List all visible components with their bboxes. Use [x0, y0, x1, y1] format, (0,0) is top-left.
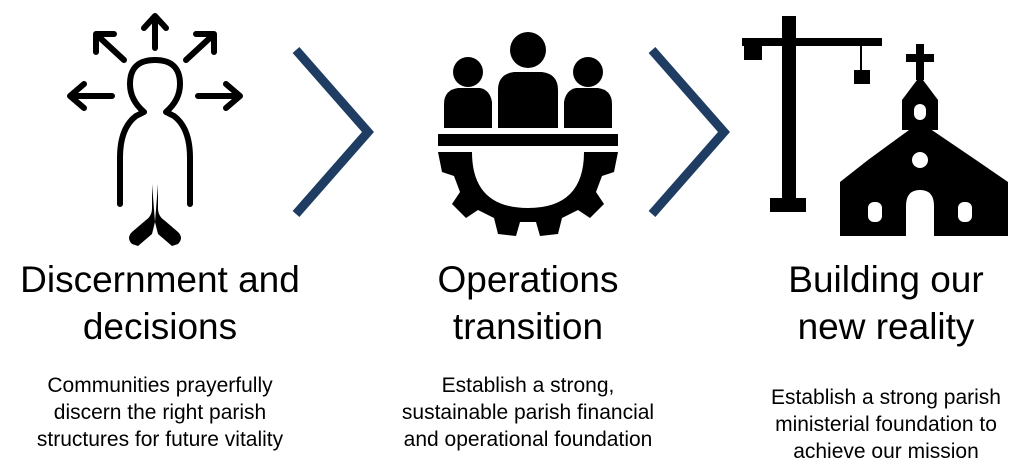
step-title: Discernment and decisions	[0, 256, 320, 350]
step-title-line: new reality	[797, 306, 975, 347]
step-title-line: Discernment and	[20, 259, 300, 300]
step-description-line: Communities prayerfully	[47, 374, 273, 397]
step-title: Building our new reality	[740, 256, 1032, 350]
praying-person-arrows-icon	[67, 13, 243, 246]
step-discernment: Discernment and decisions Communities pr…	[0, 0, 320, 468]
step-title: Operations transition	[368, 256, 688, 350]
step-description: Establish a strong, sustainable parish f…	[368, 372, 688, 453]
step-description-line: and operational foundation	[403, 428, 653, 451]
step-description-line: Establish a strong,	[441, 374, 615, 397]
step-description-line: ministerial foundation to	[775, 413, 997, 436]
crane-church-icon	[742, 16, 1008, 236]
step-title-line: Building our	[788, 259, 984, 300]
step-building: Building our new reality Establish a str…	[740, 0, 1032, 468]
chevron-right-icon	[292, 47, 374, 217]
step-description-line: sustainable parish financial	[401, 401, 655, 424]
step-description-line: achieve our mission	[793, 440, 979, 463]
chevron-right-icon	[648, 47, 730, 217]
team-gear-icon	[438, 32, 618, 236]
step-description: Establish a strong parish ministerial fo…	[740, 384, 1032, 465]
step-description: Communities prayerfully discern the righ…	[0, 372, 320, 453]
step-description-line: discern the right parish	[53, 401, 267, 424]
step-title-line: decisions	[82, 306, 238, 347]
step-operations: Operations transition Establish a strong…	[368, 0, 688, 468]
step-description-line: structures for future vitality	[36, 428, 284, 451]
step-title-line: Operations	[437, 259, 619, 300]
step-title-line: transition	[452, 306, 604, 347]
step-description-line: Establish a strong parish	[771, 386, 1001, 409]
